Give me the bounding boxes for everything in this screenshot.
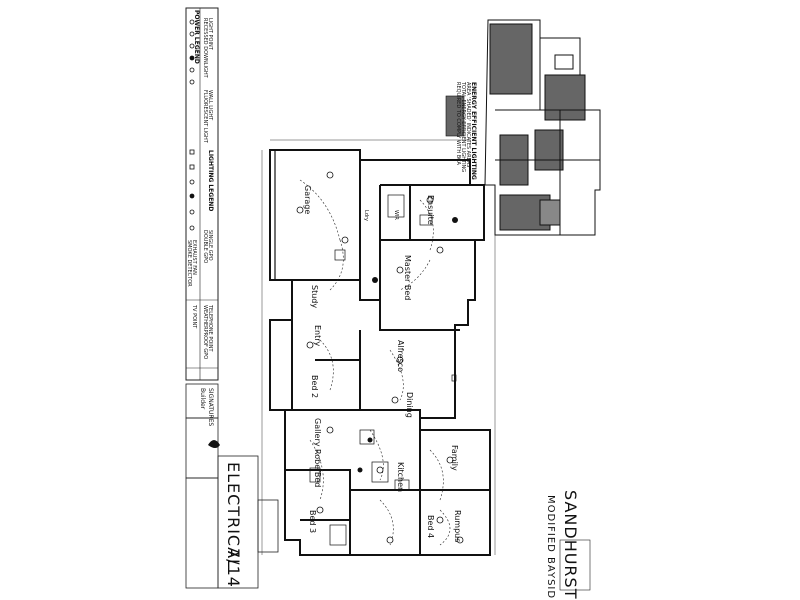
lighting-item-6: SMOKE DETECTOR — [186, 240, 192, 287]
sheet-title: ELECTRICAL — [224, 462, 243, 569]
fixtures — [309, 194, 457, 546]
house-title: SANDHURST 33 — [561, 490, 580, 600]
shaded-area-master — [544, 74, 586, 121]
approval-box — [257, 499, 279, 553]
light-points — [296, 171, 464, 544]
room-label-rumpus: Rumpus — [453, 510, 462, 542]
legend-border — [185, 7, 219, 381]
company-logo — [208, 440, 220, 448]
room-label-family: Family — [450, 445, 459, 471]
room-label-ldry: Ldry — [363, 210, 369, 221]
builder-label: Builder — [199, 388, 206, 410]
lighting-item-2: LIGHT POINT — [207, 18, 213, 50]
logo-box — [185, 417, 219, 479]
room-label-master-bed: Master Bed — [403, 255, 412, 300]
shaded-area-living — [534, 129, 564, 171]
room-label-bed4: Bed 4 — [426, 515, 435, 538]
legend-symbols — [189, 19, 195, 231]
room-label-kitchen: Kitchen — [396, 462, 405, 492]
room-label-dining: Dining — [405, 392, 414, 418]
room-label-entry: Entry — [313, 325, 322, 347]
room-label-ensuite: Ensuite — [426, 195, 435, 225]
room-label-gallery: Gallery Robe/Bed — [313, 418, 322, 487]
room-label-study: Study — [310, 285, 319, 308]
energy-line-3: REQUIRED TO COMPLY WITH BCA — [455, 82, 461, 165]
power-item-4: TELEPHONE POINT — [207, 305, 213, 352]
signatures-label: SIGNATURES — [207, 388, 214, 427]
room-label-wir: WIR — [393, 210, 399, 220]
lighting-item-4: WALL LIGHT — [207, 90, 213, 121]
downlights — [357, 217, 458, 473]
lighting-legend-title: LIGHTING LEGEND — [207, 150, 214, 212]
room-label-bed2: Bed 2 — [310, 375, 319, 398]
power-item-5: TV POINT — [191, 305, 197, 329]
sheet-number: 7/14 — [224, 548, 243, 588]
energy-title: ENERGY EFFICIENT LIGHTING — [470, 82, 477, 180]
house-variant: MODIFIED BAYSIDE — [545, 495, 556, 600]
room-label-bed3: Bed 3 — [308, 510, 317, 533]
power-item-2: SINGLE GPO — [207, 230, 213, 261]
room-labels: Garage Ensuite Master Bed Study Entry Al… — [303, 185, 462, 542]
dimension-lines — [261, 139, 496, 555]
room-label-alfresco: Alfresco — [396, 340, 405, 372]
power-legend-title: POWER LEGEND — [193, 10, 200, 64]
address-box — [185, 477, 219, 589]
main-plan-walls — [269, 149, 491, 556]
room-label-garage: Garage — [303, 185, 312, 214]
energy-key-swatch — [445, 95, 465, 137]
shaded-area-garage — [489, 23, 533, 95]
energy-plan — [484, 19, 601, 236]
